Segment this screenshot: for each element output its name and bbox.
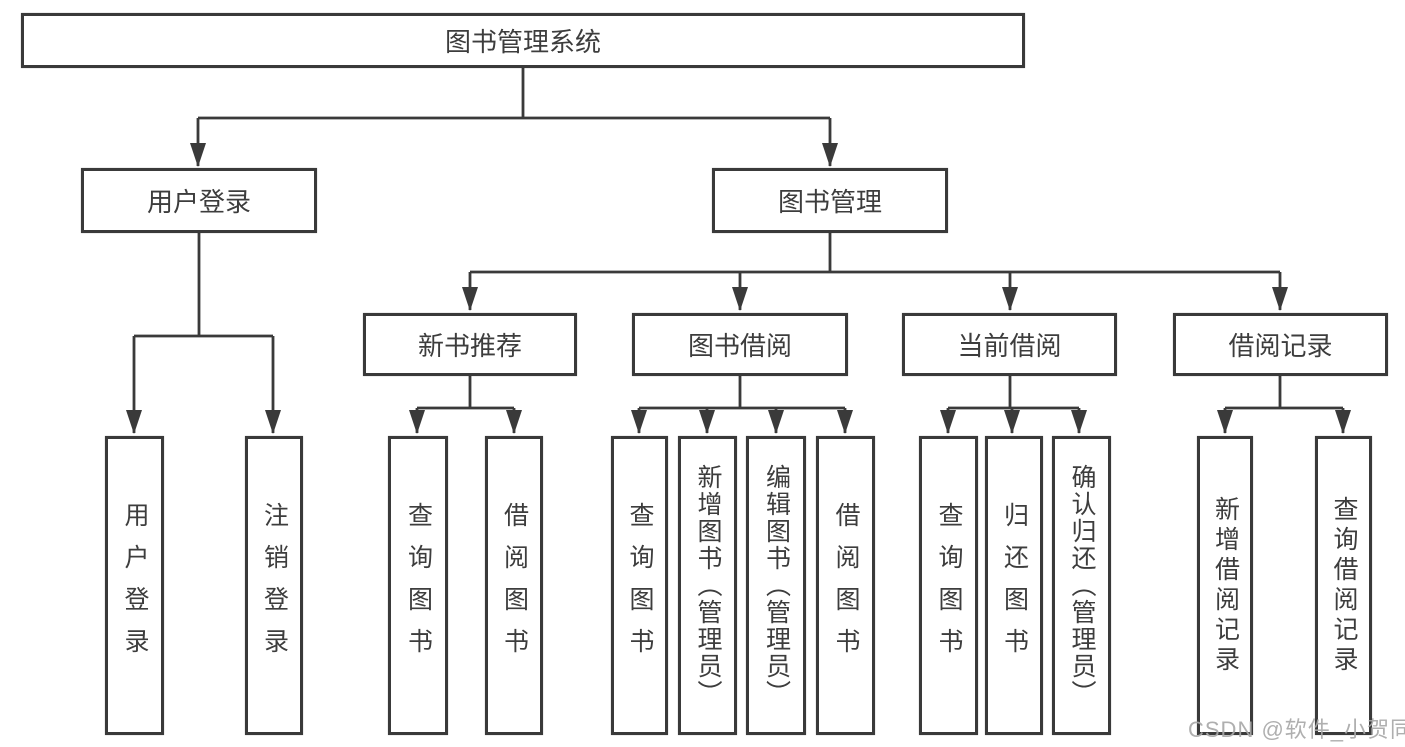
leaf-query-books-3: 查询图书 xyxy=(919,436,978,735)
node-borrowing-records: 借阅记录 xyxy=(1173,313,1388,376)
node-label: 借阅记录 xyxy=(1228,331,1333,361)
node-label: 查询图书 xyxy=(404,501,433,670)
node-label: 查询借阅记录 xyxy=(1330,495,1358,676)
node-label: 当前借阅 xyxy=(957,331,1062,361)
node-current-borrowing: 当前借阅 xyxy=(902,313,1117,376)
node-label: 编辑图书（管理员） xyxy=(762,464,791,707)
node-label: 新书推荐 xyxy=(417,331,522,361)
leaf-borrow-books-2: 借阅图书 xyxy=(816,436,875,735)
node-new-book-recommend: 新书推荐 xyxy=(363,313,577,376)
node-label: 借阅图书 xyxy=(500,501,529,670)
node-label: 查询图书 xyxy=(626,501,654,670)
leaf-add-book-admin: 新增图书（管理员） xyxy=(678,436,737,735)
leaf-borrow-books-1: 借阅图书 xyxy=(485,436,543,735)
leaf-logout: 注销登录 xyxy=(245,436,303,735)
node-label: 借阅图书 xyxy=(832,501,860,670)
node-label: 图书管理系统 xyxy=(444,27,601,57)
leaf-add-borrow-record: 新增借阅记录 xyxy=(1197,436,1253,735)
node-label: 归还图书 xyxy=(1000,501,1029,670)
csdn-watermark: CSDN @软件_小贺同学 xyxy=(1188,717,1405,742)
leaf-edit-book-admin: 编辑图书（管理员） xyxy=(746,436,806,735)
node-user-login: 用户登录 xyxy=(81,168,317,233)
leaf-query-books-2: 查询图书 xyxy=(611,436,668,735)
node-label: 图书借阅 xyxy=(687,331,792,361)
leaf-user-login: 用户登录 xyxy=(105,436,164,735)
leaf-query-books-1: 查询图书 xyxy=(388,436,448,735)
node-label: 确认归还（管理员） xyxy=(1068,464,1096,707)
node-label: 查询图书 xyxy=(935,501,963,670)
node-label: 新增图书（管理员） xyxy=(694,464,722,707)
node-label: 新增借阅记录 xyxy=(1211,495,1240,676)
node-label: 用户登录 xyxy=(146,187,251,217)
node-library-management-system: 图书管理系统 xyxy=(21,13,1025,68)
leaf-query-borrow-record: 查询借阅记录 xyxy=(1315,436,1372,735)
node-book-management: 图书管理 xyxy=(712,168,948,233)
leaf-confirm-return-admin: 确认归还（管理员） xyxy=(1052,436,1111,735)
node-label: 用户登录 xyxy=(121,501,149,670)
node-book-borrowing: 图书借阅 xyxy=(632,313,848,376)
node-label: 图书管理 xyxy=(777,187,882,217)
leaf-return-book: 归还图书 xyxy=(985,436,1043,735)
node-label: 注销登录 xyxy=(260,501,289,670)
